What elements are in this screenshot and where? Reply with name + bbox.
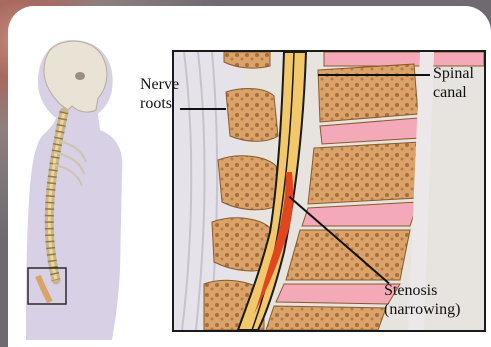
human-body-figure (12, 40, 132, 340)
nerve-roots-label-line2: roots (140, 94, 179, 113)
spinal-canal-label-line2: canal (433, 83, 474, 102)
stenosis-label-line1: Stenosis (384, 281, 460, 300)
nerve-roots-label-line1: Nerve (140, 75, 179, 94)
nerve-roots-label: Nerve roots (140, 75, 179, 113)
spinal-canal-label: Spinal canal (433, 64, 474, 102)
spinal-canal-leader (318, 74, 430, 76)
eye-socket (75, 72, 85, 80)
nerve-roots-leader (180, 108, 226, 110)
stenosis-label: Stenosis (narrowing) (384, 281, 460, 319)
spinal-canal-label-line1: Spinal (433, 64, 474, 83)
stenosis-label-line2: (narrowing) (384, 300, 460, 319)
